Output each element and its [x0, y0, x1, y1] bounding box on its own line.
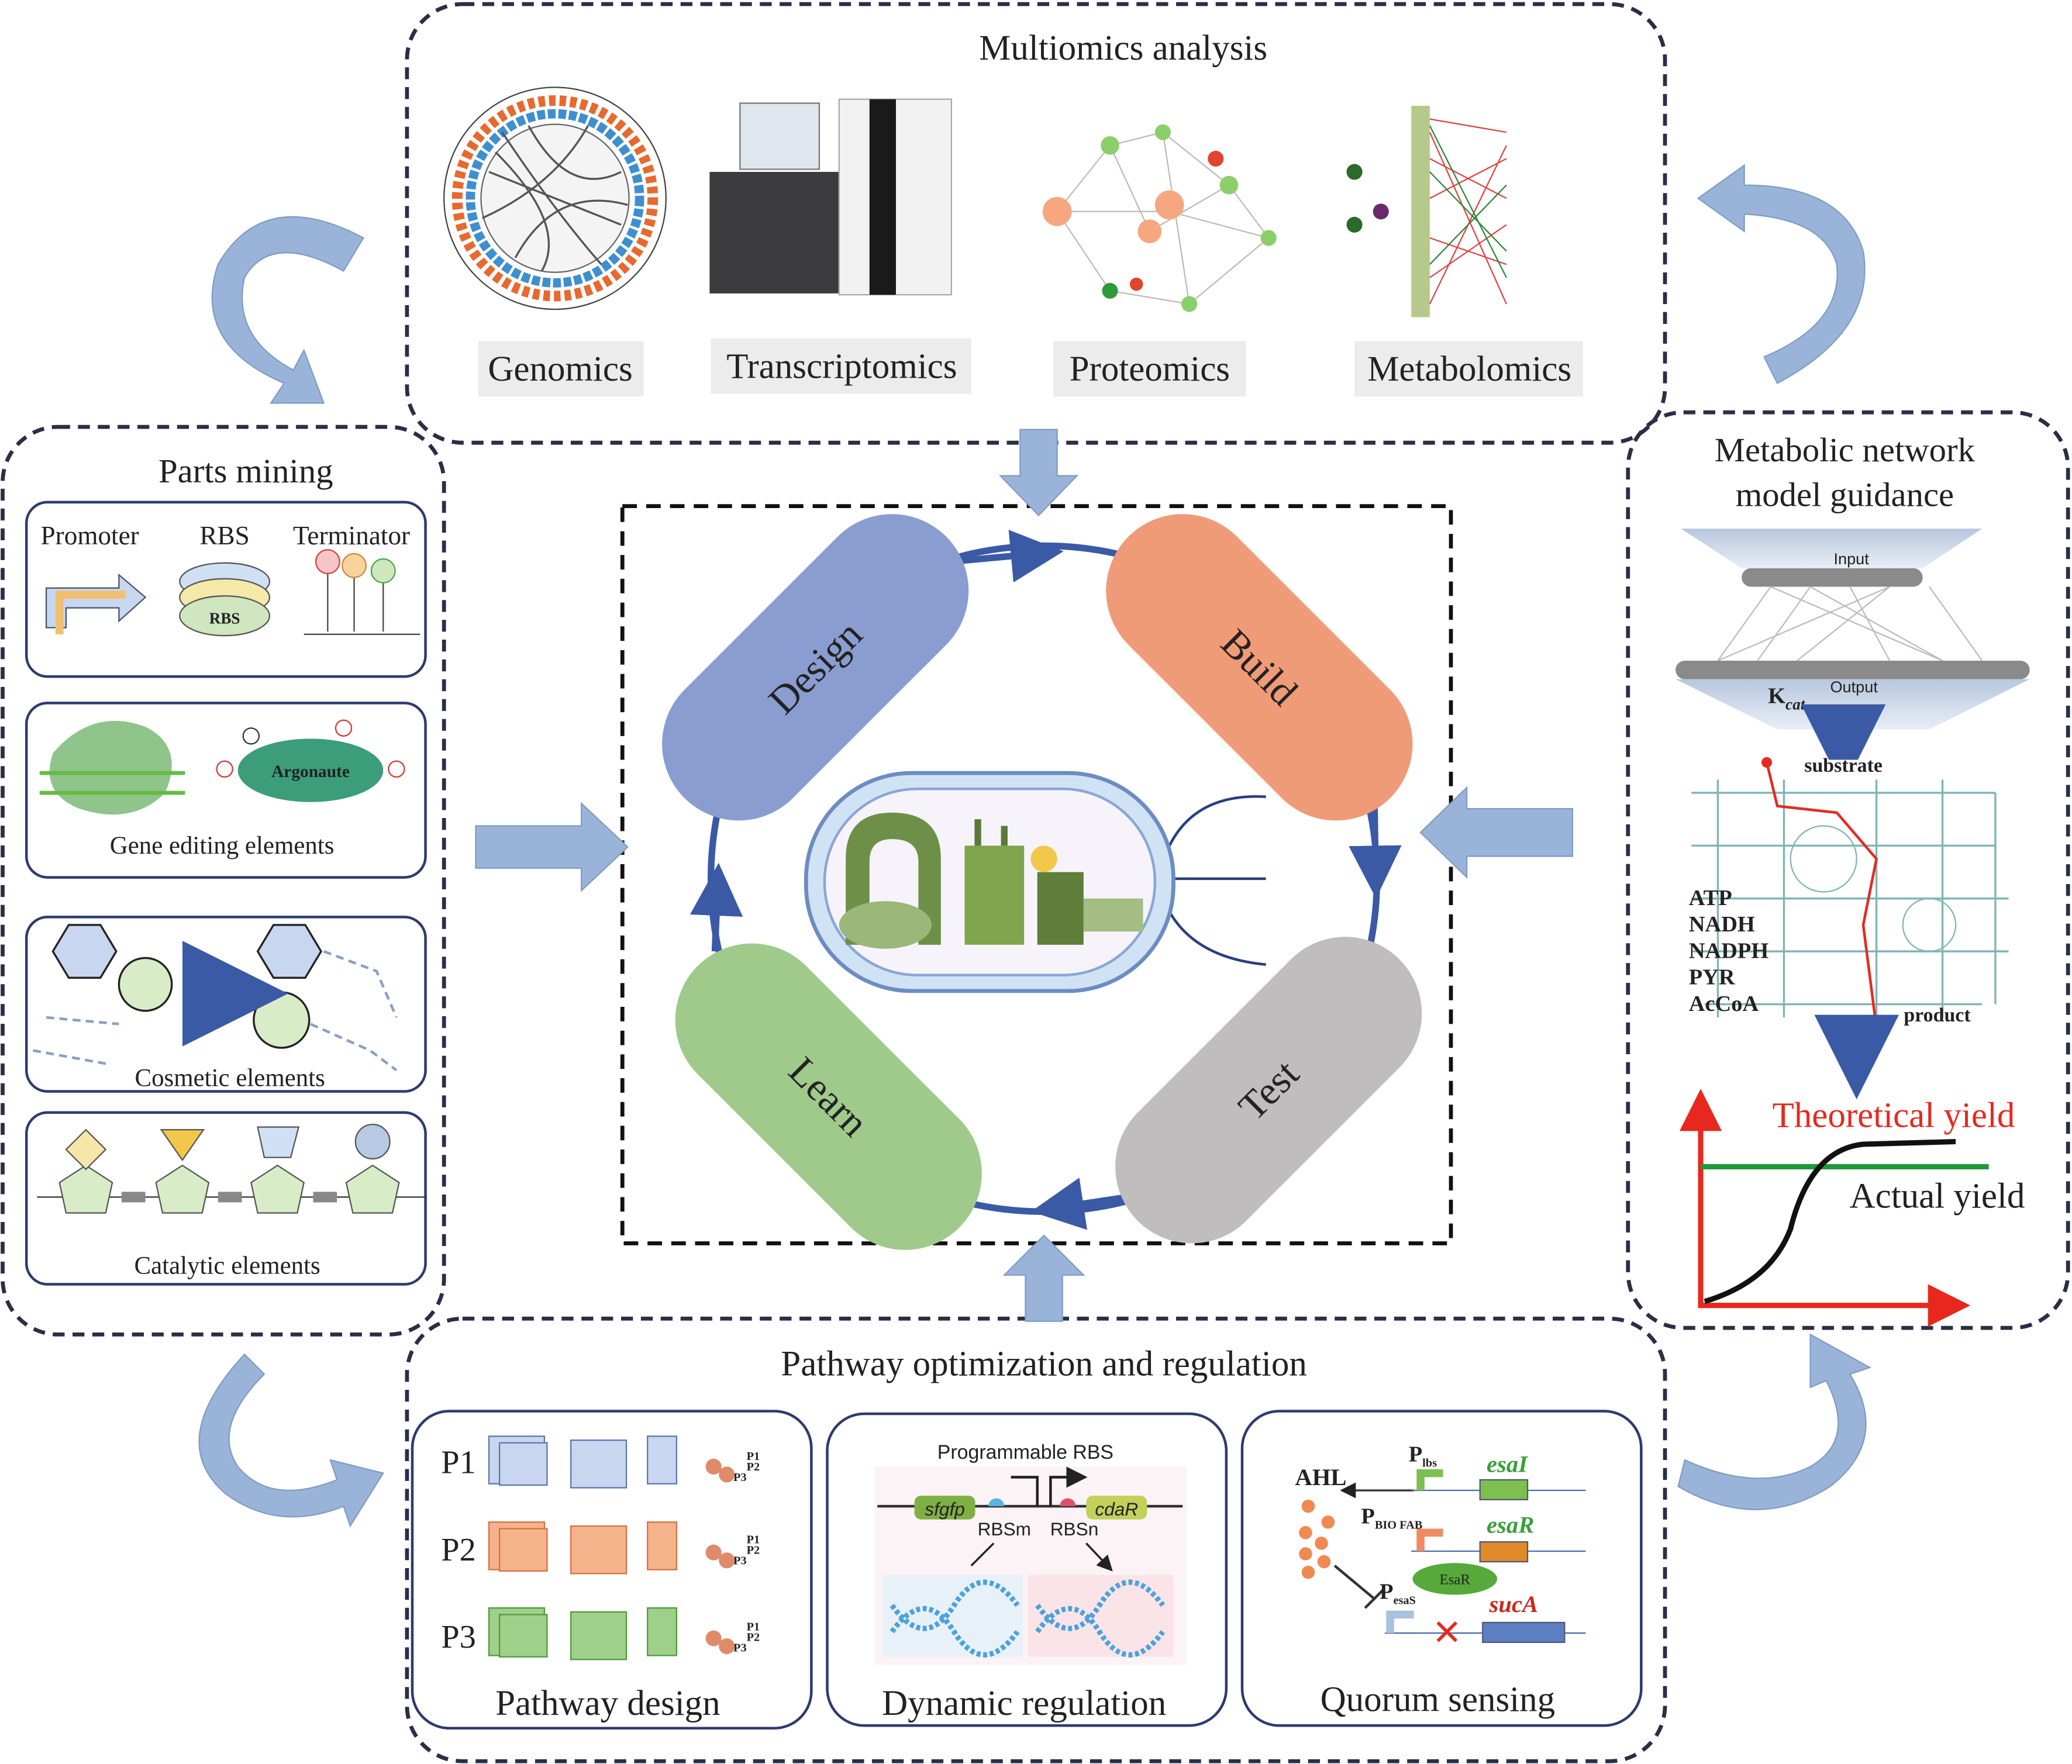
label-proteomics: Proteomics [1070, 350, 1230, 389]
gene-esai: esaI [1487, 1451, 1528, 1477]
curved-arrow-bottom-left [198, 1353, 385, 1528]
promoter-label: Promoter [41, 521, 139, 550]
mini-p2-a: P2 [747, 1461, 760, 1473]
metabolic-model-panel: Metabolic network model guidance Input O… [1626, 410, 2070, 1330]
catalytic-label: Catalytic elements [135, 1252, 320, 1279]
ahl-label: AHL [1295, 1464, 1346, 1490]
mini-p1-c: P1 [747, 1621, 760, 1634]
esar-protein-label: EsaR [1440, 1572, 1471, 1587]
curved-arrow-top-right [1697, 164, 1866, 385]
curved-arrow-top-left [211, 216, 364, 404]
parts-mining-panel: Parts mining Promoter RBS Terminator RBS… [1, 424, 446, 1337]
mini-p2-c: P2 [747, 1631, 760, 1644]
row-p3: P3 [441, 1619, 476, 1655]
metabolite-nadph: NADPH [1689, 938, 1769, 963]
multiomics-panel: Multiomics analysis Genomics Transcripto… [405, 2, 1667, 445]
cell-factory-icon [804, 771, 1266, 993]
product-label: product [1904, 1004, 1971, 1026]
parts-title: Parts mining [158, 452, 333, 490]
proteomics-network-image [1042, 124, 1277, 312]
dynamic-regulation-label: Dynamic regulation [882, 1684, 1166, 1723]
quorum-sensing-image: AHL EsaR Plbs PBIO FAB PesaS esaI esaR s… [1295, 1442, 1586, 1644]
promoter-lbs: Plbs [1409, 1442, 1437, 1469]
actual-yield-label: Actual yield [1850, 1176, 2025, 1216]
transcriptomics-sequencer-image [709, 98, 953, 296]
programmable-rbs-image: Programmable RBS sfgfp cdaR RBSm RBSn [874, 1441, 1187, 1665]
design-step[interactable]: Design [630, 482, 1001, 852]
gene-suca: sucA [1489, 1591, 1539, 1617]
row-p2: P2 [441, 1532, 476, 1568]
metabolic-map-image: substrate product ATP NADH NADPH PYR AcC… [1675, 755, 2017, 1034]
metabolite-pyr: PYR [1689, 965, 1736, 990]
terminator-label: Terminator [293, 521, 410, 550]
rbsm-label: RBSm [978, 1518, 1031, 1539]
catalytic-elements-icon [37, 1124, 426, 1214]
metabolite-accoa: AcCoA [1689, 992, 1759, 1016]
rbs-label: RBS [199, 521, 249, 550]
gene-cdar: cdaR [1095, 1499, 1138, 1520]
mini-p3-a: P3 [733, 1471, 747, 1484]
rbs-ellipse-label: RBS [209, 610, 240, 627]
row-p1: P1 [441, 1445, 476, 1481]
build-step[interactable]: Build [1074, 482, 1444, 852]
argonaute-icon [237, 738, 384, 802]
cas-complex-icon [39, 720, 185, 815]
mini-p3-b: P3 [733, 1555, 747, 1568]
mini-p3-c: P3 [733, 1642, 747, 1655]
genomics-circos-image [443, 87, 667, 310]
theoretical-yield-label: Theoretical yield [1772, 1096, 2015, 1135]
substrate-label: substrate [1804, 755, 1883, 776]
metabolite-nadh: NADH [1689, 912, 1755, 937]
cosmetic-label: Cosmetic elements [135, 1065, 325, 1092]
omics-labels: Genomics Transcriptomics Proteomics Meta… [478, 338, 1583, 397]
promoter-icon [45, 573, 147, 634]
gene-esar: esaR [1487, 1511, 1534, 1538]
terminator-icon [304, 549, 420, 635]
mini-p1-a: P1 [747, 1450, 760, 1463]
mini-p2-b: P2 [747, 1544, 760, 1556]
cosmetic-elements-icon [33, 924, 398, 1072]
flow-arrows [198, 164, 1872, 1528]
pathway-design-label: Pathway design [495, 1684, 720, 1723]
arrow-left-from-model [1419, 786, 1574, 879]
test-step[interactable]: Test [1084, 905, 1454, 1275]
arrow-right-from-parts [475, 802, 629, 892]
output-label: Output [1830, 678, 1878, 696]
learn-step[interactable]: Learn [643, 912, 1013, 1282]
metabolic-title-line1: Metabolic network [1715, 431, 1976, 469]
metabolomics-pathway-image [1346, 106, 1507, 317]
label-genomics: Genomics [488, 350, 632, 389]
programmable-rbs-header: Programmable RBS [937, 1441, 1113, 1463]
metabolite-atp: ATP [1689, 886, 1732, 910]
rbs-icon: RBS [179, 562, 271, 637]
label-metabolomics: Metabolomics [1367, 350, 1571, 389]
arrow-up-from-pathway [1002, 1234, 1085, 1322]
pathway-panel: Pathway optimization and regulation P1 P… [405, 1316, 1667, 1763]
yield-graph: Theoretical yield Actual yield [1679, 1089, 2025, 1327]
mini-p1-b: P1 [747, 1533, 760, 1546]
argonaute-label: Argonaute [271, 762, 350, 781]
dbtl-cycle-panel: Design Build Test Learn [620, 482, 1454, 1282]
input-label: Input [1834, 550, 1870, 568]
pathway-title: Pathway optimization and regulation [781, 1344, 1307, 1383]
rbsn-label: RBSn [1050, 1518, 1099, 1539]
label-transcriptomics: Transcriptomics [726, 347, 957, 386]
metabolic-title-line2: model guidance [1736, 476, 1954, 514]
gene-sfgfp: sfgfp [925, 1499, 965, 1520]
promoter-esas: PesaS [1380, 1579, 1416, 1607]
arrow-down-from-multiomics [998, 429, 1079, 517]
curved-arrow-bottom-right [1677, 1333, 1872, 1510]
quorum-sensing-label: Quorum sensing [1321, 1680, 1556, 1719]
multiomics-title: Multiomics analysis [979, 29, 1267, 68]
gene-editing-label: Gene editing elements [110, 832, 335, 859]
promoter-biofab: PBIO FAB [1361, 1504, 1422, 1532]
actual-yield-curve [1704, 1138, 1956, 1304]
neural-network-image: Input Output Kcat [1675, 529, 2030, 730]
